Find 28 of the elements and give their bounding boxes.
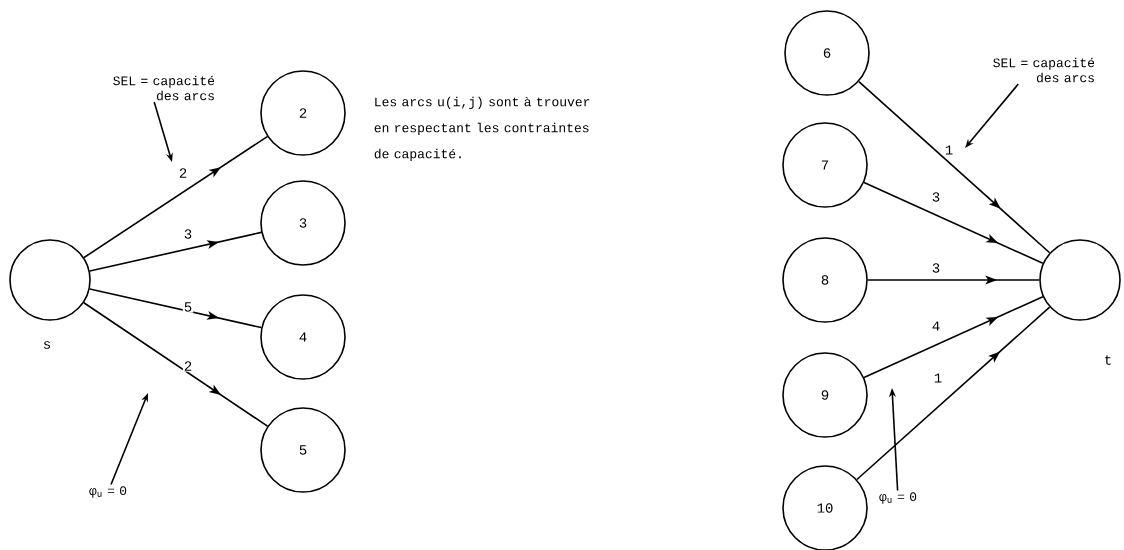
arrow <box>89 288 263 329</box>
vertex-label: s <box>43 341 51 349</box>
edge-label: 2 <box>184 361 192 371</box>
arrow <box>863 295 1044 379</box>
vertex-circle <box>9 239 91 321</box>
annotation: SEL = capacité des arcs <box>113 75 215 101</box>
vertex-circle <box>1039 239 1121 321</box>
arrow <box>856 306 1051 481</box>
arrow <box>867 275 1040 285</box>
edge-label: 5 <box>184 302 192 312</box>
annotation: SEL = capacité des arcs <box>993 57 1095 83</box>
edge-label: 3 <box>932 263 940 273</box>
edge-label: 2 <box>179 168 187 178</box>
note-text: Les arcs u(i,j) sont à trouver en respectant les contraintes de capacité. <box>374 96 590 161</box>
arrow <box>863 181 1044 265</box>
arrow <box>858 80 1051 254</box>
annotation: φ$_{u}$ = 0 <box>89 486 127 498</box>
arrow <box>83 135 269 259</box>
edge-label: 3 <box>184 229 192 239</box>
edge-label: 1 <box>945 145 953 155</box>
edge-label: 1 <box>934 373 942 383</box>
leader-arrow <box>965 83 1020 148</box>
edge-label: 3 <box>932 192 940 202</box>
annotation: φ$_{u}$ = 0 <box>879 492 917 504</box>
arrow <box>89 231 263 272</box>
edge-label: 4 <box>932 321 940 331</box>
arrow <box>83 301 269 427</box>
vertex-label: t <box>1105 355 1111 365</box>
